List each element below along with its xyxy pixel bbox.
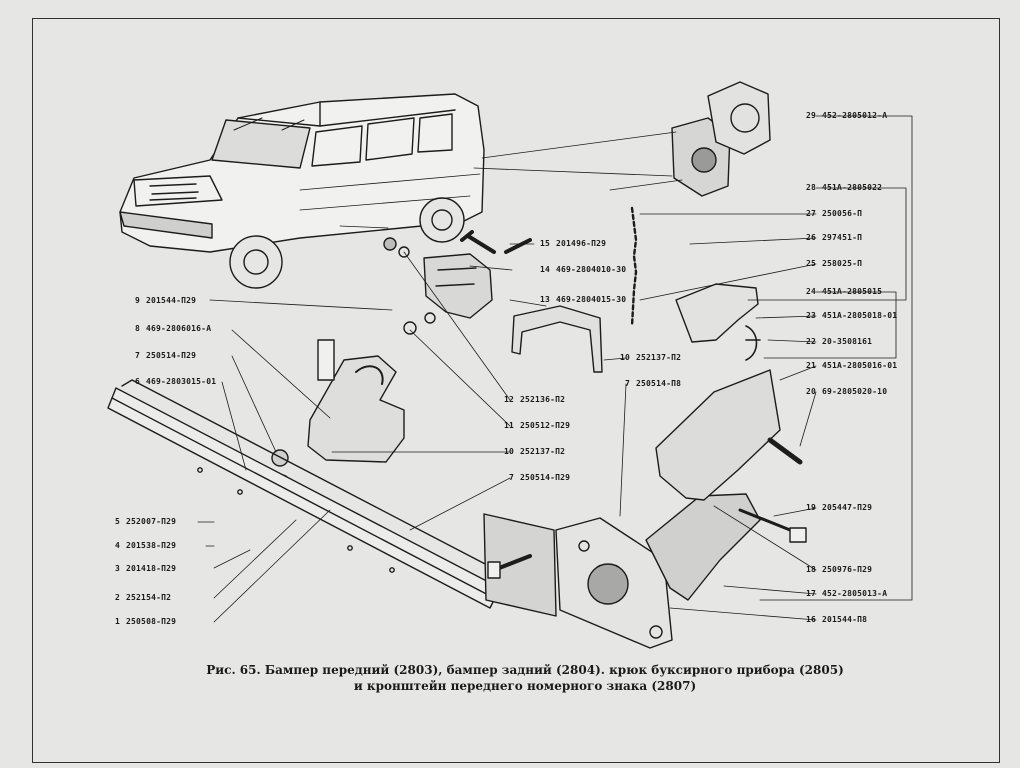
page-frame bbox=[32, 18, 1000, 763]
rear-bumper-bracket bbox=[383, 230, 603, 373]
license-plate-bracket bbox=[483, 513, 557, 617]
vehicle-illustration bbox=[119, 93, 485, 289]
front-tow-hook bbox=[271, 339, 405, 490]
figure-caption: Рис. 65. Бампер передний (2803), бампер … bbox=[200, 662, 850, 694]
tow-hook-coupling bbox=[671, 81, 771, 197]
hook-body bbox=[655, 283, 803, 501]
hook-mount-bracket bbox=[555, 493, 807, 649]
caption-line-2: и кронштейн переднего номерного знака (2… bbox=[353, 679, 697, 693]
caption-line-1: Рис. 65. Бампер передний (2803), бампер … bbox=[206, 663, 844, 677]
leader-lines bbox=[197, 115, 913, 623]
safety-chain bbox=[630, 206, 638, 328]
